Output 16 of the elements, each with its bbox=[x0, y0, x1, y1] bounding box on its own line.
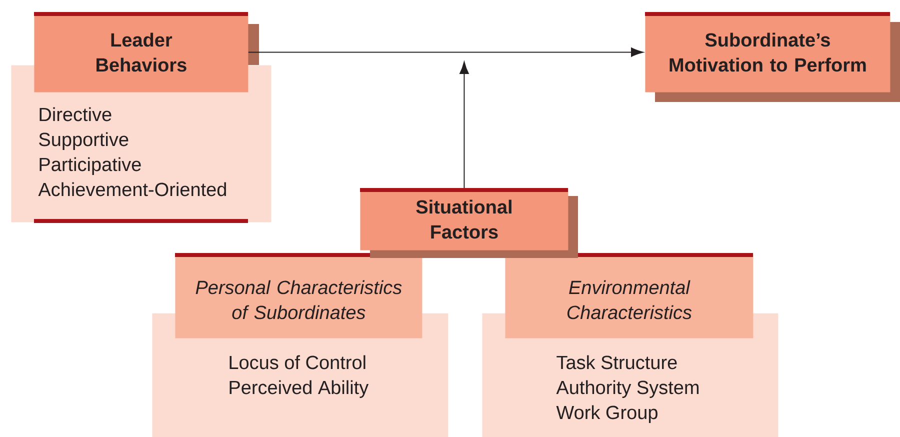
list-item: Achievement-Oriented bbox=[38, 182, 226, 196]
header-box: Environmental Characteristics bbox=[505, 253, 754, 338]
header-box: Subordinate’s Motivation to Perform bbox=[645, 12, 890, 92]
arrow bbox=[460, 62, 469, 188]
list-item: Authority System bbox=[556, 380, 699, 398]
header-box: Leader Behaviors bbox=[34, 12, 248, 92]
list-item: Locus of Control bbox=[230, 355, 366, 370]
header-box: Situational Factors bbox=[360, 188, 568, 250]
arrow bbox=[248, 48, 644, 57]
list-item: Task Structure bbox=[556, 355, 677, 370]
list-item: Participative bbox=[40, 157, 141, 175]
list-item: Directive bbox=[40, 107, 112, 122]
list-item: Perceived Ability bbox=[230, 380, 369, 398]
list-item: Supportive bbox=[39, 132, 128, 150]
header-box: Personal Characteristics of Subordinates bbox=[175, 253, 422, 338]
list-item: Work Group bbox=[556, 405, 658, 423]
